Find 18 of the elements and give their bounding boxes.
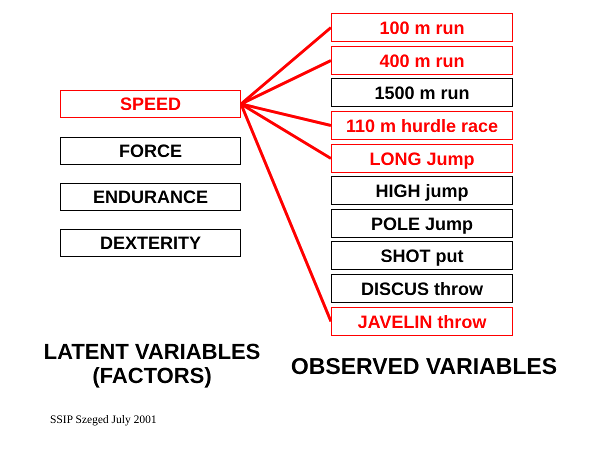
variable-box: JAVELIN throw	[331, 307, 513, 336]
variable-box: 1500 m run	[331, 78, 513, 107]
section-heading: LATENT VARIABLES (FACTORS)	[42, 340, 262, 388]
factor-box: SPEED	[60, 90, 241, 118]
variable-box: HIGH jump	[331, 176, 513, 205]
variable-box: 110 m hurdle race	[331, 111, 513, 140]
variable-box: DISCUS throw	[331, 274, 513, 303]
factor-box: ENDURANCE	[60, 183, 241, 211]
factor-box: DEXTERITY	[60, 229, 241, 257]
variable-box: SHOT put	[331, 241, 513, 270]
variable-box: POLE Jump	[331, 209, 513, 238]
variable-box: 100 m run	[331, 13, 513, 42]
section-heading: OBSERVED VARIABLES	[290, 353, 558, 379]
connector-line	[240, 103, 332, 322]
factor-box: FORCE	[60, 137, 241, 165]
variable-box: 400 m run	[331, 46, 513, 75]
variable-box: LONG Jump	[331, 144, 513, 173]
footer-note: SSIP Szeged July 2001	[50, 414, 157, 427]
